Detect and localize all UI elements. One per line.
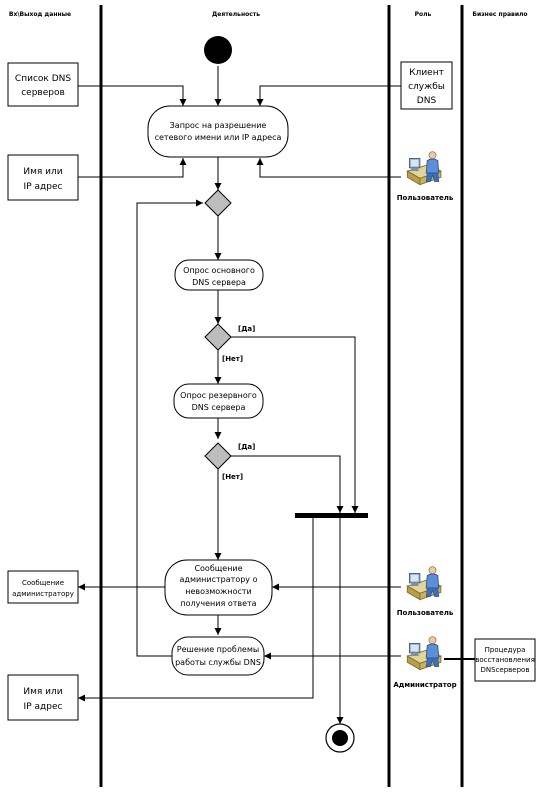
doc-recovery-procedure-line-3: DNSсерверов	[481, 666, 530, 674]
activity-request-line-1: Запрос на разрешение	[170, 121, 267, 130]
guard-yes-1: [Да]	[238, 325, 255, 333]
doc-message-admin-line-2: администратору	[12, 590, 74, 598]
doc-recovery-procedure	[474, 638, 536, 682]
flow-yes1-join	[231, 336, 359, 513]
doc-name-ip-input-line-1: Имя или	[23, 167, 62, 177]
lane-title-role: Роль	[415, 11, 432, 18]
doc-name-ip-output-line-2: IP адрес	[24, 702, 63, 712]
doc-message-admin-line-1: Сообщение	[22, 579, 64, 587]
doc-dns-client	[400, 61, 453, 110]
lane-title-rule: Бизнес правило	[472, 11, 527, 18]
user-icon	[406, 566, 442, 601]
doc-dns-list-line-1: Список DNS	[15, 74, 71, 84]
guard-no-1: [Нет]	[222, 355, 243, 363]
activity-backup	[173, 383, 264, 419]
flow-dnslist-request	[78, 85, 187, 106]
activity-primary-line-1: Опрос основного	[183, 266, 255, 275]
activity-message-line-3: невозможности	[185, 587, 252, 596]
doc-dns-list	[7, 62, 79, 107]
activity-solve-line-1: Решение проблемы	[177, 645, 259, 654]
decision-backup-diamond	[204, 442, 232, 470]
doc-recovery-procedure-line-1: Процедура	[485, 646, 526, 654]
start-node	[204, 36, 232, 64]
actor-admin-label: Администратор	[393, 681, 456, 689]
lane-title-activity: Деятельность	[212, 11, 260, 18]
activity-message-line-2: администратору о	[180, 575, 258, 584]
join-bar	[295, 513, 368, 518]
flow-user-request	[256, 158, 401, 178]
activity-message-line-4: получения ответа	[180, 599, 256, 608]
doc-dns-client-line-1: Клиент	[409, 68, 444, 78]
activity-primary	[174, 259, 264, 291]
decision-primary-diamond	[204, 323, 232, 351]
doc-name-ip-output	[7, 674, 79, 721]
doc-name-ip-output-line-1: Имя или	[23, 687, 62, 697]
user-icon	[406, 151, 442, 186]
guard-no-2: [Нет]	[222, 473, 243, 481]
flow-join-output	[78, 518, 314, 702]
doc-message-admin	[7, 570, 79, 604]
doc-dns-client-line-2: службы	[408, 82, 445, 92]
flow-solve-loop	[136, 199, 203, 657]
admin-icon	[406, 636, 442, 671]
actor-user-1-label: Пользователь	[397, 194, 454, 202]
end-node-core	[332, 730, 348, 746]
activity-backup-line-1: Опрос резервного	[180, 391, 257, 400]
doc-name-ip-input	[7, 154, 79, 201]
flow-yes2-join	[231, 455, 344, 513]
doc-dns-list-line-2: серверов	[21, 88, 65, 98]
flow-client-request	[256, 85, 401, 106]
merge-diamond	[204, 189, 232, 217]
activity-primary-line-2: DNS сервера	[192, 278, 246, 287]
flow-nameip-request	[78, 158, 187, 178]
lane-title-io: Вх\Выход данные	[9, 11, 71, 18]
activity-request-line-2: сетевого имени или IP адреса	[155, 133, 282, 142]
doc-recovery-procedure-line-2: восстановления	[475, 656, 535, 664]
activity-solve-line-2: работы службы DNS	[175, 658, 261, 667]
actor-user-2-label: Пользователь	[397, 609, 454, 617]
activity-request	[147, 105, 289, 158]
activity-solve	[171, 636, 265, 676]
activity-message-line-1: Сообщение	[194, 564, 242, 573]
doc-name-ip-input-line-2: IP адрес	[24, 182, 63, 192]
activity-message	[164, 559, 273, 616]
activity-backup-line-2: DNS сервера	[192, 403, 246, 412]
guard-yes-2: [Да]	[238, 443, 255, 451]
doc-dns-client-line-3: DNS	[417, 96, 437, 106]
